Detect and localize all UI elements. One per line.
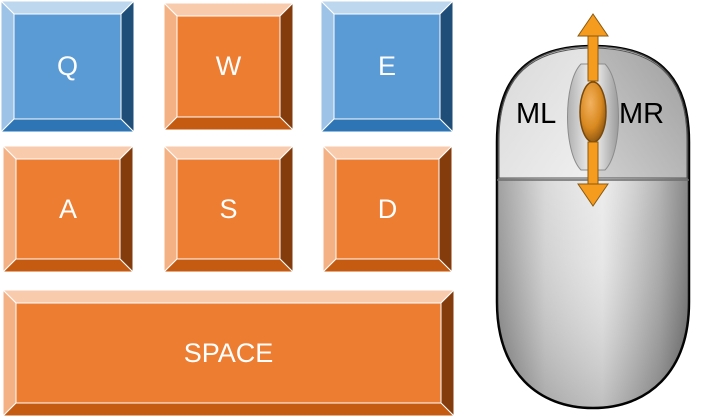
key-w[interactable]: W [164, 3, 293, 130]
key-d-label: D [377, 193, 398, 224]
key-s-bevel [164, 146, 293, 272]
key-s-face [176, 158, 281, 260]
mouse-wheel[interactable] [579, 81, 607, 143]
key-a-face [15, 158, 121, 260]
key-space-label: SPACE [183, 337, 274, 368]
key-a-bevel [3, 146, 133, 272]
key-e-label: E [377, 51, 396, 81]
key-e-face [333, 13, 441, 120]
key-space-bevel [3, 290, 454, 416]
key-q-face [13, 13, 122, 120]
key-d-bevel [323, 146, 452, 272]
scroll-up-arrow-icon [577, 13, 609, 82]
key-space-face [15, 302, 442, 404]
mouse-right-label: MR [619, 98, 665, 130]
mouse-left-button[interactable] [498, 47, 590, 179]
key-e[interactable]: E [321, 1, 453, 132]
mouse-icon [493, 12, 693, 412]
key-q[interactable]: Q [1, 1, 134, 132]
key-e-bevel [321, 1, 453, 132]
key-a[interactable]: A [3, 146, 133, 272]
key-space[interactable]: SPACE [3, 290, 454, 416]
key-d[interactable]: D [323, 146, 452, 272]
key-a-label: A [58, 193, 77, 224]
key-w-label: W [215, 51, 242, 81]
mouse-drawing [495, 13, 691, 410]
key-s[interactable]: S [164, 146, 293, 272]
scroll-down-arrow-icon [577, 141, 609, 207]
key-q-label: Q [56, 51, 78, 81]
mouse-right-button[interactable] [596, 47, 688, 179]
key-d-face [335, 158, 440, 260]
mouse-left-label: ML [516, 98, 557, 130]
key-w-face [176, 15, 281, 118]
key-q-bevel [1, 1, 134, 132]
key-s-label: S [219, 193, 238, 224]
key-w-bevel [164, 3, 293, 130]
